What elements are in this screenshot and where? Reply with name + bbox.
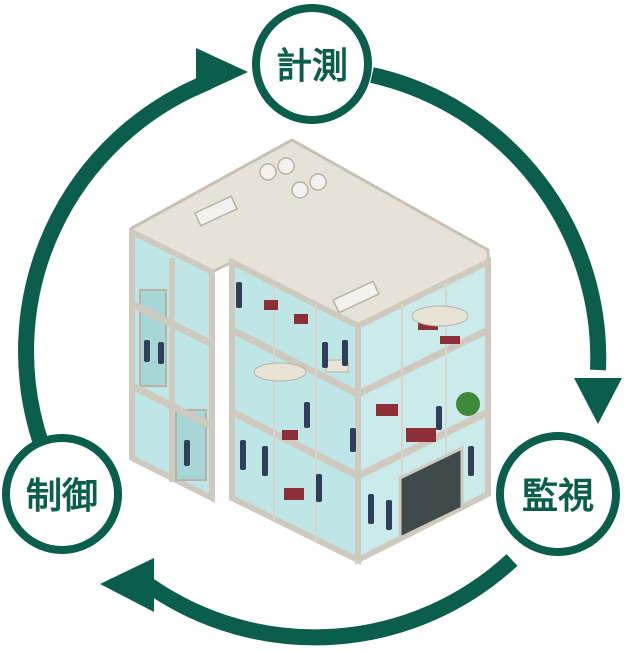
entrance-door	[398, 445, 464, 541]
node-measure: 計測	[252, 4, 372, 124]
node-monitor: 監視	[496, 432, 620, 556]
node-label-measure: 計測	[276, 46, 348, 87]
arrow-measure-to-monitor	[370, 67, 607, 371]
floor-slabs	[130, 300, 490, 480]
cycle-arrows	[18, 67, 607, 646]
node-control: 制御	[2, 434, 122, 554]
office-building-illustration	[129, 138, 491, 565]
arrowheads	[100, 48, 622, 612]
node-label-monitor: 監視	[522, 476, 594, 517]
arrow-control-to-measure	[18, 74, 211, 449]
arrow-monitor-to-control	[145, 554, 518, 646]
plant	[456, 392, 480, 416]
arrowhead-control	[100, 558, 154, 612]
arrowhead-monitor	[574, 378, 622, 424]
node-label-control: 制御	[26, 476, 98, 517]
furniture	[264, 300, 460, 500]
elevator-shaft	[139, 289, 167, 387]
roof-vents	[193, 157, 380, 314]
people	[144, 282, 474, 530]
arrowhead-measure	[196, 48, 248, 96]
